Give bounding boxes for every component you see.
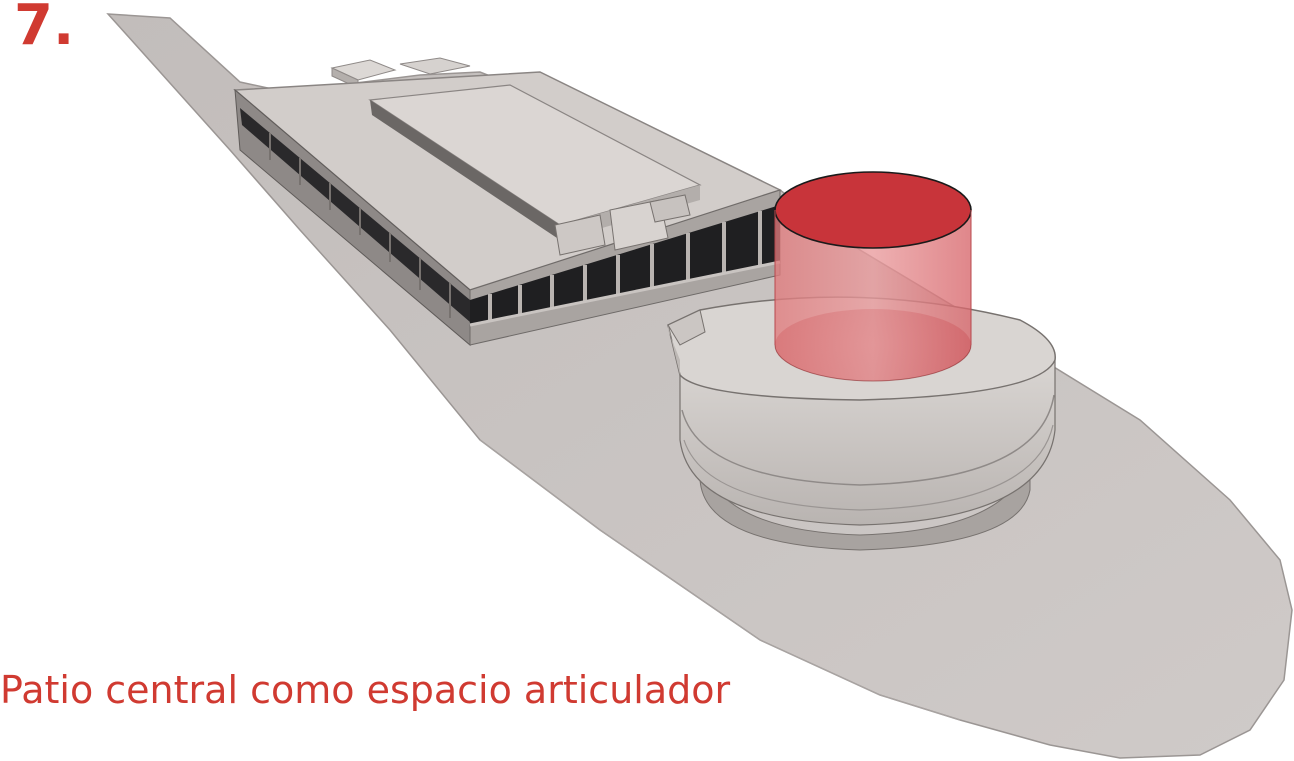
figure-caption: Patio central como espacio articulador: [0, 668, 731, 712]
central-patio-cylinder: [774, 171, 972, 382]
linear-building-block: [233, 71, 782, 347]
step-number: 7.: [14, 0, 75, 58]
